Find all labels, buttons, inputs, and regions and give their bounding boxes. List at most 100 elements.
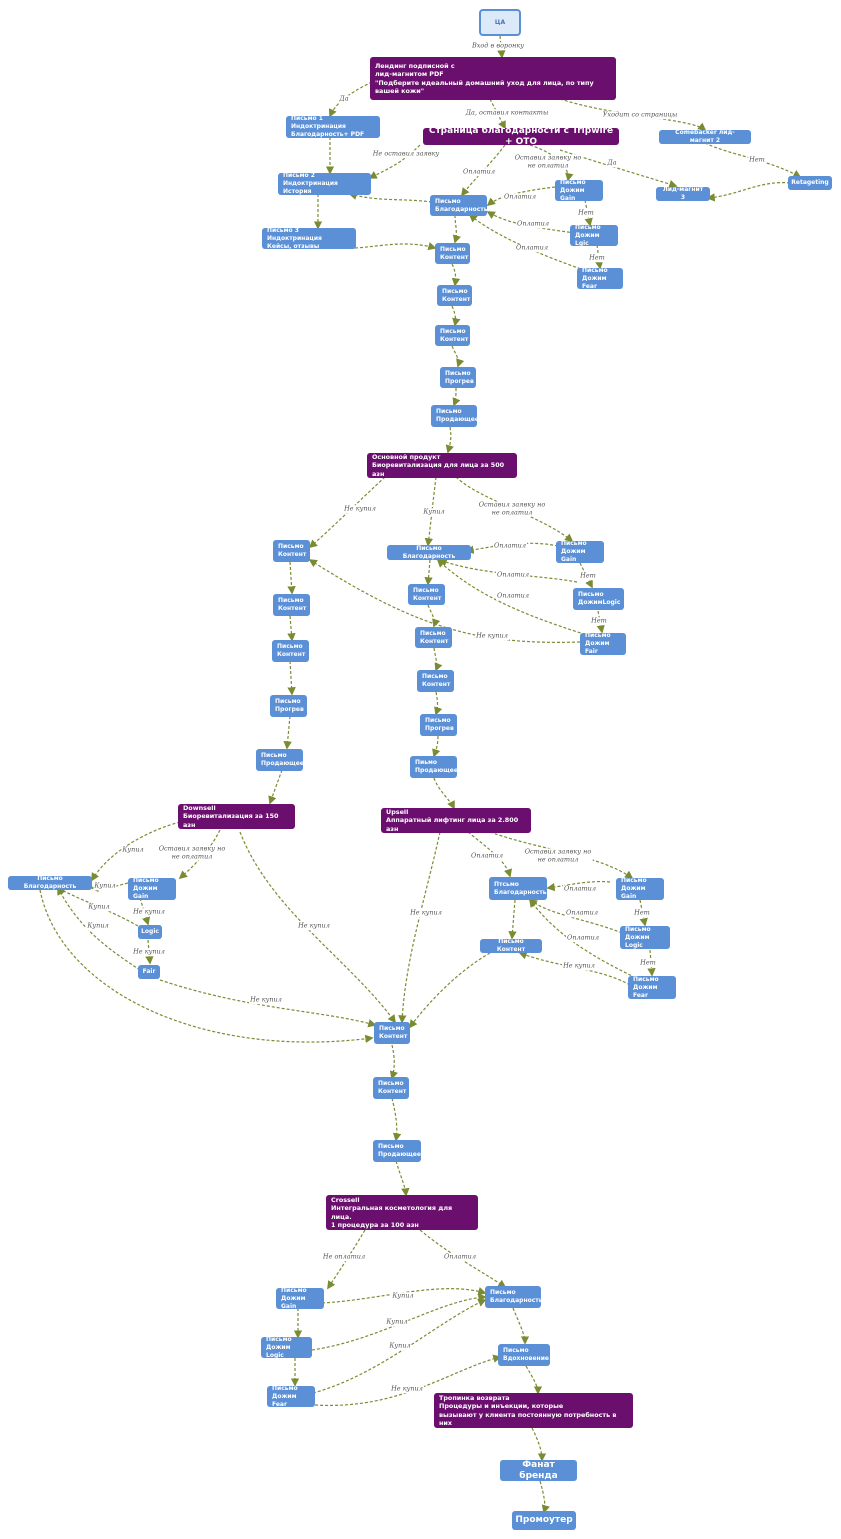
lead-magnet-3-node[interactable]: Лид-магнит 3 xyxy=(656,187,710,201)
edge-label-bought: Купил xyxy=(385,1317,409,1326)
m-warmup-node[interactable]: Письмо Прогрев xyxy=(270,695,307,717)
a-gain-node[interactable]: Письмо Дожим Gain xyxy=(555,180,603,201)
a-thanks-node[interactable]: Письмо Благодарность xyxy=(430,195,487,216)
a-content-2-node[interactable]: Письмо Контент xyxy=(437,285,472,306)
d-fair-node[interactable]: Fair xyxy=(138,965,160,979)
edge-label-bought: Купил xyxy=(121,845,145,854)
c-fear-node[interactable]: Письмо Дожим Fear xyxy=(267,1386,315,1407)
retargeting-node[interactable]: Retageting xyxy=(788,176,832,190)
c-thanks-node[interactable]: Письмо Благодарность xyxy=(485,1286,541,1308)
edge-label-yes: Да xyxy=(606,158,618,167)
u-fear-node[interactable]: Письмо Дожим Fear xyxy=(628,976,676,999)
edge-label-no: Нет xyxy=(588,253,606,262)
edge-label-paid: Оплатил xyxy=(502,192,538,201)
landing-node[interactable]: Лендинг подписной с лид-магнитом PDF "По… xyxy=(370,57,616,100)
edge-label-paid: Оплатил xyxy=(514,243,550,252)
edge-label-yes: Да xyxy=(338,94,350,103)
a-warmup-node[interactable]: Письмо Прогрев xyxy=(440,367,476,388)
edge-label-paid: Оплатил xyxy=(562,884,598,893)
c-inspiration-node[interactable]: Письмо Вдохновение xyxy=(498,1344,550,1366)
m-r-content-3-node[interactable]: Письмо Контент xyxy=(417,670,454,692)
edge-label-no-request: Не оставил заявку xyxy=(371,149,441,158)
a-fear-node[interactable]: Письмо Дожим Fear xyxy=(577,268,623,289)
edge-label-paid: Оплатил xyxy=(564,908,600,917)
edge-label-bought: Купил xyxy=(422,507,446,516)
u-gain-node[interactable]: Письмо Дожим Gain xyxy=(616,878,664,900)
edge-label-paid: Оплатил xyxy=(515,219,551,228)
edge-label-not-paid: Не оплатил xyxy=(321,1252,367,1261)
edge-label-not-bought: Не купил xyxy=(132,947,166,956)
target-audience-node[interactable]: ЦА xyxy=(479,9,521,36)
m-gain-node[interactable]: Письмо Дожим Gain xyxy=(556,541,604,563)
m-thanks-node[interactable]: Письмо Благодарность xyxy=(387,545,471,560)
comebacker-node[interactable]: Comebacker лид-магнит 2 xyxy=(659,130,751,144)
edge-label-paid: Оплатил xyxy=(492,541,528,550)
d-gain-node[interactable]: Письмо Дожим Gain xyxy=(128,878,176,900)
edge-label-paid: Оплатил xyxy=(442,1252,478,1261)
edge-label-no: Нет xyxy=(639,958,657,967)
u-content-node[interactable]: Письмо Контент xyxy=(480,939,542,953)
j-content-2-node[interactable]: Письмо Контент xyxy=(373,1077,409,1099)
edge-label-paid: Оплатил xyxy=(469,851,505,860)
d-logic-node[interactable]: Logic xyxy=(138,925,162,939)
upsell-node[interactable]: Upsell Аппаратный лифтинг лица за 2.800 … xyxy=(381,808,531,833)
m-selling-node[interactable]: Письмо Продающее xyxy=(256,749,303,771)
edge-label-not-bought: Не купил xyxy=(409,908,443,917)
u-thanks-node[interactable]: Птсьмо Благодарность xyxy=(489,877,547,900)
downsell-node[interactable]: Downsell Биоревитализация за 150 азн xyxy=(178,804,295,829)
edge-label-no: Нет xyxy=(579,571,597,580)
edge-label-request-not-paid: Оставил заявку но не оплатил xyxy=(513,153,583,170)
edge-label-bought: Купил xyxy=(93,881,117,890)
u-logic-node[interactable]: Письмо Дожим Logic xyxy=(620,926,670,949)
d-thanks-node[interactable]: Письмо Благодарность xyxy=(8,876,92,890)
m-content-3-node[interactable]: Письмо Контент xyxy=(272,640,309,662)
thanks-page-node[interactable]: Страница благодарности с Tripwire + ОТО xyxy=(423,128,619,145)
edge-label-request-not-paid: Оставил заявку но не оплатил xyxy=(157,844,227,861)
edge-label-leaves: Уходит со страницы xyxy=(601,110,679,119)
edge-label-request-not-paid: Оставил заявку но не оплатил xyxy=(523,847,593,864)
edge-label-no: Нет xyxy=(577,208,595,217)
indoctrination-2-node[interactable]: Письмо 2 Индоктринация История xyxy=(278,173,371,195)
edge-label-not-bought: Не купил xyxy=(132,907,166,916)
m-r-content-2-node[interactable]: Письмо Контент xyxy=(415,627,452,648)
crossell-node[interactable]: Crossell Интегральная косметология для л… xyxy=(326,1195,478,1230)
indoctrination-3-node[interactable]: Письмо 3 Индоктринация Кейсы, отзывы xyxy=(262,228,356,249)
edge-label-no: Нет xyxy=(633,908,651,917)
a-selling-node[interactable]: Письмо Продающее xyxy=(431,405,477,427)
indoctrination-1-node[interactable]: Письмо 1 Индоктринация Благодарность+ PD… xyxy=(286,116,380,138)
m-fair-node[interactable]: Письмо Дожим Fair xyxy=(580,633,626,655)
edge-label-bought: Купил xyxy=(86,921,110,930)
promoter-node[interactable]: Промоутер xyxy=(512,1511,576,1530)
m-r-content-1-node[interactable]: Письмо Контент xyxy=(408,584,445,605)
edge-label-no: Нет xyxy=(590,616,608,625)
m-content-1-node[interactable]: Письмо Контент xyxy=(273,540,310,562)
brand-fan-node[interactable]: Фанат бренда xyxy=(500,1460,577,1481)
edge-label-bought: Купил xyxy=(391,1291,415,1300)
edge-label-paid: Оплатил xyxy=(495,591,531,600)
m-r-selling-node[interactable]: Пиьмо Продающее xyxy=(410,756,457,778)
edge-label-not-bought: Не купил xyxy=(297,921,331,930)
edge-label-not-bought: Не купил xyxy=(390,1384,424,1393)
m-content-2-node[interactable]: Письмо Контент xyxy=(273,594,310,616)
a-content-1-node[interactable]: Письмо Контент xyxy=(435,243,470,264)
m-r-warmup-node[interactable]: Письмо Прогрев xyxy=(420,714,457,736)
c-gain-node[interactable]: Письмо Дожим Gain xyxy=(276,1288,324,1309)
edge-label-not-bought: Не купил xyxy=(562,961,596,970)
a-logic-node[interactable]: Письмо Дожим Lgic xyxy=(570,225,618,246)
edge-label-not-bought: Не купил xyxy=(249,995,283,1004)
edge-label-yes-contacts: Да, оставил контакты xyxy=(464,108,550,117)
edge-label-paid: Оплатил xyxy=(461,167,497,176)
m-logic-node[interactable]: Письмо ДожимLogic xyxy=(573,588,624,610)
a-content-3-node[interactable]: Письмо Контент xyxy=(435,325,470,346)
j-content-1-node[interactable]: Письмо Контент xyxy=(374,1022,410,1044)
edge-label-bought: Купил xyxy=(388,1341,412,1350)
edge-label-not-bought: Не купил xyxy=(343,504,377,513)
edge-label-bought: Купил xyxy=(87,902,111,911)
edge-label-not-bought: Не купил xyxy=(475,631,509,640)
edge-label-paid: Оплатил xyxy=(495,570,531,579)
return-path-node[interactable]: Тропинка возврата Процедуры и инъекции, … xyxy=(434,1393,633,1428)
j-selling-node[interactable]: Письмо Продающее xyxy=(373,1140,421,1162)
main-product-node[interactable]: Основной продукт Биоревитализация для ли… xyxy=(367,453,517,478)
c-logic-node[interactable]: Письмо Дожим Logic xyxy=(261,1337,312,1358)
edge-label-no: Нет xyxy=(748,155,766,164)
